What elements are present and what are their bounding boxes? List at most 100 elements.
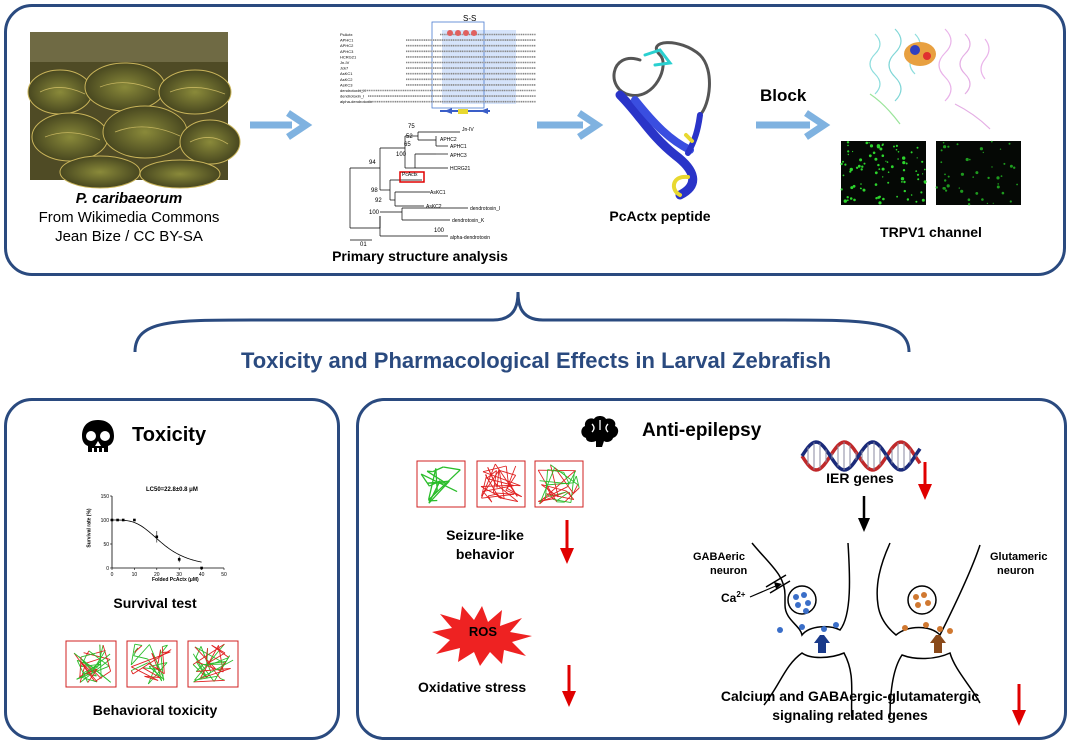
fluorescent-cell: [943, 145, 947, 149]
fluorescent-cell: [840, 162, 843, 166]
chart-xlabel: Folded PcActx (μM): [152, 577, 199, 583]
fluorescent-cell: [847, 153, 849, 156]
signaling-down-arrow: [1012, 684, 1026, 726]
behavior-track-3: [187, 640, 239, 688]
fluorescent-cell: [881, 154, 885, 157]
brain-icon: [581, 416, 619, 447]
fluorescent-cell: [849, 170, 852, 173]
fluorescent-cell: [947, 175, 950, 178]
seizure-track-2: [476, 460, 526, 508]
fluorescent-cell: [969, 158, 971, 161]
fluorescent-cell: [846, 141, 850, 144]
fluorescent-cell: [960, 189, 964, 193]
fluorescent-cell: [960, 172, 964, 176]
fluorescent-cell: [881, 167, 885, 171]
fluorescent-cell: [997, 183, 999, 185]
chart-ylabel: Survival rate (%): [86, 508, 93, 548]
fluorescent-cell: [859, 158, 863, 162]
arrow-block: [756, 110, 831, 140]
fluorescent-cell: [876, 144, 881, 148]
seq-name: Jck7: [340, 66, 349, 71]
seq-name: dendrotoxin_K: [340, 88, 366, 93]
survival-caption: Survival test: [113, 595, 197, 611]
fluorescent-cell: [868, 142, 870, 144]
fluorescent-cell: [859, 165, 861, 167]
fluorescent-cell: [865, 141, 869, 145]
tree-leaf-pcactx: PcActx: [402, 172, 418, 178]
fluorescent-cell: [875, 197, 878, 200]
peptide-caption: PcActx peptide: [609, 208, 711, 224]
fluorescent-cell: [844, 163, 847, 166]
fluorescent-cell: [917, 178, 920, 181]
data-point: [200, 566, 203, 570]
fluorescent-cell: [849, 167, 853, 172]
y-tick-label: 0: [106, 566, 109, 572]
fluorescent-cell: [992, 202, 994, 204]
glut-neuron-line-1: Glutameric: [990, 551, 1048, 563]
seq-name: AsKC1: [340, 71, 353, 76]
fluorescent-cell: [872, 151, 876, 155]
fluorescent-cell: [882, 176, 884, 178]
tree-leaf-aphc3: APHC3: [450, 153, 467, 159]
toxicity-title: Toxicity: [132, 424, 207, 446]
coral-photo: [27, 32, 241, 189]
fluorescent-cell: [879, 147, 883, 151]
fluorescent-cell: [975, 171, 979, 175]
x-tick-label: 30: [176, 572, 182, 578]
curly-brace: [133, 291, 911, 353]
phylogenetic-tree: [349, 131, 468, 241]
ros-label: ROS: [468, 624, 498, 639]
fluorescent-cell: [967, 203, 971, 206]
x-tick-label: 20: [154, 572, 160, 578]
fluorescent-cell: [896, 195, 898, 198]
fluorescent-cell: [1001, 191, 1005, 195]
fluorescent-cell: [887, 171, 890, 173]
tree-bootstrap-100a: 100: [396, 152, 407, 158]
peptide-structure: [612, 41, 711, 200]
fluorescent-cell: [893, 145, 895, 148]
channel-caption: TRPV1 channel: [880, 224, 982, 240]
fluorescent-cell: [986, 202, 989, 205]
x-tick-label: 10: [132, 572, 138, 578]
tree-bootstrap-65: 65: [404, 142, 411, 148]
tree-leaf-askc1: AsKC1: [430, 190, 446, 196]
source-line-1: From Wikimedia Commons: [38, 209, 220, 226]
seizure-line-2: behavior: [455, 546, 515, 562]
fluorescent-cell: [853, 198, 856, 202]
fluorescent-cell: [842, 160, 844, 163]
fluorescent-cell: [903, 189, 906, 193]
gaba-neuron-line-2: neuron: [710, 565, 748, 577]
glut-neuron-line-2: neuron: [997, 565, 1035, 577]
fluorescent-cell: [890, 165, 894, 169]
fluorescent-cell: [1013, 166, 1016, 169]
tree-leaf-alpha-dendrotoxin: alpha-dendrotoxin: [450, 235, 491, 241]
signaling-line-2: signaling related genes: [772, 707, 928, 723]
tree-leaf-jn-iv: Jn-IV: [462, 127, 474, 133]
fluorescent-cell: [972, 176, 974, 178]
fluorescent-cell: [882, 197, 885, 201]
fluorescent-cell: [920, 191, 923, 194]
data-point: [133, 518, 136, 522]
seq-name: HCRG21: [340, 54, 357, 59]
fluorescent-cell: [979, 147, 983, 151]
fluorescent-cell: [903, 180, 906, 184]
seq-name: AsKC3: [340, 82, 353, 87]
ier-genes-label: IER genes: [826, 470, 894, 486]
fluorescent-cell: [944, 179, 947, 182]
fluorescent-cell: [945, 189, 948, 192]
tree-bootstrap-100c: 100: [434, 228, 445, 234]
fluorescent-cell: [869, 144, 874, 148]
trpv1-structure: [869, 28, 991, 130]
fluorescent-cell: [905, 162, 908, 165]
seq-name: APHC1: [340, 38, 354, 43]
fluorescent-cell: [915, 200, 918, 203]
data-point: [116, 518, 119, 522]
fluorescent-cell: [855, 166, 859, 169]
fluorescent-cell: [906, 198, 910, 201]
fluorescent-cell: [877, 196, 881, 199]
fluorescent-cell: [863, 162, 866, 165]
ier-to-neurons-arrow: [858, 496, 870, 532]
fluorescent-cell: [860, 183, 862, 185]
